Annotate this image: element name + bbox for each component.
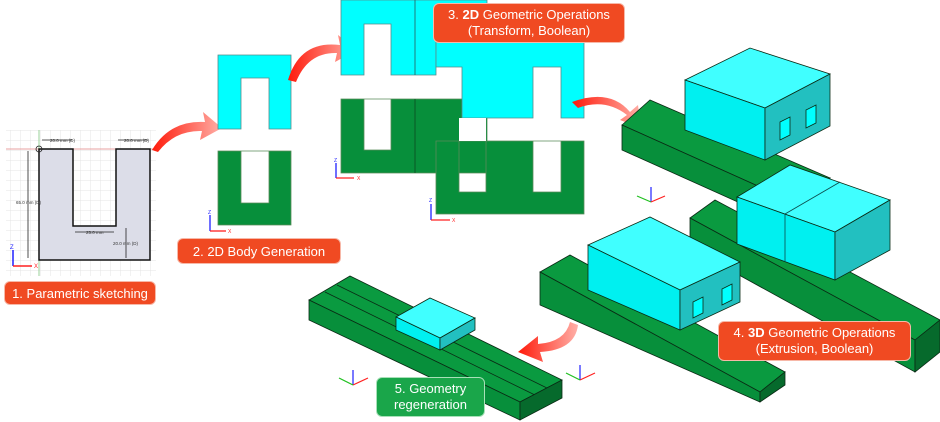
axis-triad-icon: Z X — [10, 245, 38, 270]
axis-triad-icon — [636, 187, 666, 203]
svg-text:Z: Z — [10, 245, 14, 251]
svg-text:X: X — [34, 264, 38, 270]
green-profile — [217, 150, 292, 226]
svg-text:X: X — [228, 229, 232, 235]
sketch-u-profile — [38, 148, 151, 261]
svg-text:Z: Z — [208, 210, 211, 216]
svg-text:X: X — [452, 218, 456, 224]
axis-triad-icon: ZX — [208, 210, 232, 235]
svg-text:Z: Z — [429, 198, 432, 204]
svg-text:X: X — [357, 176, 361, 182]
axis-triad-icon — [565, 365, 596, 381]
flow-arrow-icon — [518, 322, 578, 362]
svg-text:Z: Z — [334, 158, 337, 164]
2d-bodies: ZX — [208, 54, 292, 235]
axis-triad-icon: ZX — [334, 158, 361, 182]
dim-label: 20.0 mm (D) — [50, 138, 76, 143]
flow-arrow-icon — [572, 96, 641, 128]
dim-label: 20.0 mm (D) — [113, 241, 139, 246]
step-2-label: 2. 2D Body Generation — [177, 238, 341, 264]
sketch-panel: 20.0 mm (D) 20.0 mm (D) 65.0 mm (D) 25.0… — [6, 130, 156, 276]
step-3-label: 3. 2D Geometric Operations (Transform, B… — [433, 3, 625, 43]
axis-triad-icon — [338, 370, 369, 386]
step-1-label: 1. Parametric sketching — [4, 281, 156, 305]
flow-arrow-icon — [288, 35, 357, 82]
dim-label: 20.0 mm (D) — [124, 138, 150, 143]
dim-label: 65.0 mm (D) — [16, 200, 42, 205]
step-5-label: 5. Geometry regeneration — [376, 377, 485, 417]
dim-label: 25.0 mm — [86, 230, 104, 235]
axis-triad-icon: ZX — [429, 198, 456, 224]
cyan-profile — [217, 54, 292, 130]
flow-arrow-icon — [152, 112, 222, 152]
step-4-label: 4. 3D Geometric Operations (Extrusion, B… — [718, 321, 911, 361]
